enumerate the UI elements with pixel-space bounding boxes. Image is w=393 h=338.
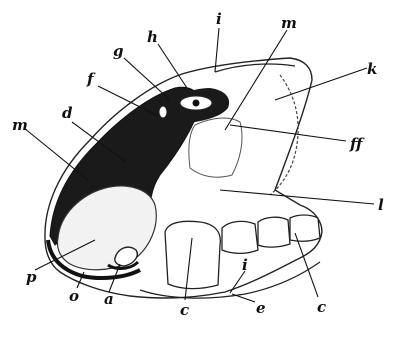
label-i-top: i bbox=[216, 10, 222, 28]
label-g: g bbox=[113, 42, 124, 60]
label-l: l bbox=[378, 196, 384, 214]
label-m-left: m bbox=[12, 116, 28, 134]
label-f: f bbox=[86, 70, 96, 88]
label-h: h bbox=[147, 28, 158, 46]
label-k: k bbox=[367, 60, 377, 78]
leader-e bbox=[232, 294, 255, 302]
eye-g-spot bbox=[159, 106, 167, 118]
label-c-right: c bbox=[317, 298, 326, 316]
tooth-1 bbox=[165, 221, 220, 288]
tooth-4 bbox=[290, 215, 320, 241]
label-e: e bbox=[256, 299, 266, 317]
tooth-2 bbox=[222, 221, 258, 253]
label-o: o bbox=[69, 287, 79, 305]
label-i-bottom: i bbox=[242, 256, 248, 274]
tooth-3 bbox=[258, 217, 290, 247]
label-p: p bbox=[26, 268, 37, 286]
eye-pupil bbox=[193, 100, 200, 107]
cheek-region bbox=[189, 118, 242, 177]
label-m-right: m bbox=[281, 14, 297, 32]
label-d: d bbox=[62, 104, 73, 122]
label-ff: ff bbox=[349, 135, 365, 153]
label-c-bottom: c bbox=[180, 301, 189, 319]
label-a: a bbox=[104, 290, 114, 308]
